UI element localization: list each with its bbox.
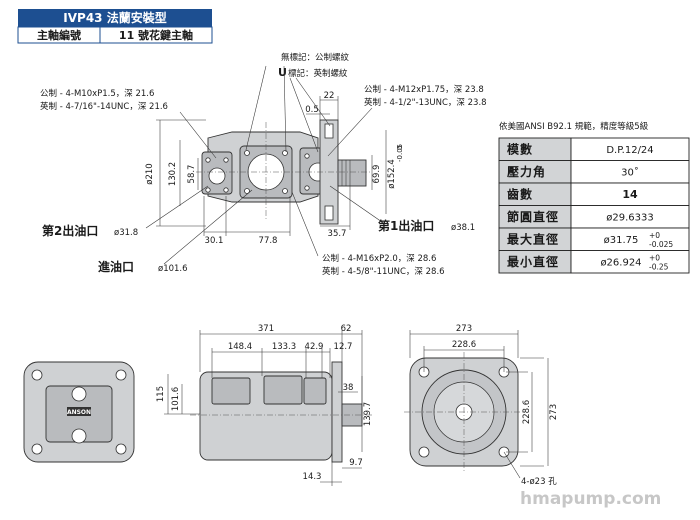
dim-130-2: 130.2 (168, 162, 178, 186)
spline-row-tol-up: +0 (649, 254, 660, 263)
shaft-row (17, 26, 213, 44)
spline-row-tol-up: +0 (649, 231, 660, 240)
top-view-dimensions: ø210 130.2 58.7 69.9 ø152.4 0 -0.05 22 0… (145, 65, 404, 265)
note-right-metric: 公制 - 4-M12xP1.75，深 23.8 (364, 84, 484, 95)
dim-38: 38 (343, 383, 354, 393)
dim-273-side: 273 (549, 404, 559, 420)
dim-133-3: 133.3 (272, 342, 296, 352)
spline-row-label: 最大直徑 (507, 232, 559, 247)
dim-228-6-side: 228.6 (522, 400, 532, 424)
note-right-imperial: 英制 - 4-1/2"-13UNC，深 23.8 (364, 97, 487, 108)
legend-unmarked: 無標記：公制螺紋 (281, 52, 350, 63)
bottom-dimensions: 371 62 148.4 133.3 42.9 12.7 115 101.6 3… (156, 324, 373, 486)
note-bottom-metric: 公制 - 4-M16xP2.0，深 28.6 (322, 253, 436, 264)
spline-row-value: 14 (622, 188, 638, 201)
outlet1-dia: ø38.1 (451, 223, 475, 233)
dim-62: 62 (341, 324, 352, 334)
note-left-metric: 公制 - 4-M10xP1.5，深 21.6 (40, 88, 154, 99)
outlet2-dia: ø31.8 (114, 228, 138, 238)
flange-dimensions: 273 228.6 228.6 273 4-ø23 孔 (409, 324, 559, 487)
dim-371: 371 (258, 324, 274, 334)
dim-77-8: 77.8 (259, 236, 278, 246)
dim-42-9: 42.9 (305, 342, 324, 352)
shaft-value: 11 號花鍵主軸 (119, 28, 193, 42)
top-view-pump (196, 119, 372, 225)
dim-115: 115 (156, 386, 166, 402)
spline-row-label: 模數 (507, 142, 533, 157)
dim-22: 22 (324, 91, 335, 101)
shaft-label: 主軸編號 (37, 28, 81, 42)
spline-row-value: 30˚ (621, 167, 639, 179)
spline-row: 模數 D.P.12/24 (498, 137, 690, 161)
spline-row: 齒數 14 (498, 182, 690, 206)
note-left-imperial: 英制 - 4-7/16"-14UNC，深 21.6 (40, 101, 168, 112)
dim-12-7: 12.7 (334, 342, 353, 352)
spline-table: 依美國ANSI B92.1 規範，精度等級5級 模數 D.P.12/24 壓力角 30… (498, 121, 690, 274)
dim-14-3: 14.3 (303, 472, 322, 482)
model-title: IVP43 法蘭安裝型 (63, 10, 166, 25)
holes-note: 4-ø23 孔 (521, 477, 557, 487)
spline-row-label: 節圓直徑 (507, 209, 559, 224)
flange-view (404, 352, 524, 472)
spline-row-label: 齒數 (507, 187, 533, 202)
spline-row: 節圓直徑 ø29.6333 (498, 205, 690, 229)
spline-row-value: D.P.12/24 (606, 145, 653, 156)
dim-148-4: 148.4 (228, 342, 252, 352)
dim-152-4-tol-low: -0.05 (396, 144, 404, 162)
watermark: hmapump.com (520, 489, 661, 509)
outlet2-label: 第2出油口 (42, 223, 98, 238)
spline-row-tol-low: -0.25 (649, 263, 669, 272)
spline-table-caption: 依美國ANSI B92.1 規範，精度等級5級 (499, 121, 649, 132)
outlet1-label: 第1出油口 (378, 218, 434, 233)
brand-logo-text: ANSON (67, 409, 91, 416)
dim-139-7: 139.7 (363, 402, 373, 426)
side-view (190, 361, 372, 463)
spline-row: 最大直徑 ø31.75 +0-0.025 (498, 227, 690, 251)
dim-0-5: 0.5 (305, 105, 319, 115)
spline-row-value: ø29.6333 (606, 213, 653, 224)
inlet-label: 進油口 (98, 259, 134, 274)
spline-shaft (337, 159, 367, 187)
spline-row: 最小直徑 ø26.924 +0-0.25 (498, 250, 690, 274)
title-bar (18, 9, 212, 27)
inlet-dia: ø101.6 (158, 264, 188, 274)
dim-9-7: 9.7 (349, 458, 363, 468)
side-mount-flange (331, 361, 343, 463)
dim-273-top: 273 (456, 324, 472, 334)
spline-row-label: 壓力角 (507, 164, 546, 179)
dim-228-6-top: 228.6 (452, 340, 476, 350)
dim-101-6: 101.6 (171, 387, 181, 411)
dim-35-7: 35.7 (328, 229, 347, 239)
dim-210: ø210 (145, 163, 155, 184)
dim-58-7: 58.7 (187, 165, 197, 184)
dim-30-1: 30.1 (205, 236, 224, 246)
brand-plate (67, 407, 91, 416)
spline-row-value-cell (570, 250, 690, 274)
spline-row-value: ø31.75 (604, 235, 639, 246)
front-view: ANSON (23, 361, 135, 463)
spline-row-tol-low: -0.025 (649, 240, 673, 249)
spline-row-label: 最小直徑 (507, 254, 559, 269)
spline-row-value: ø26.924 (600, 258, 641, 269)
title-block: IVP43 法蘭安裝型 主軸編號 11 號花鍵主軸 (17, 9, 213, 44)
legend-u-mark: U (278, 66, 287, 79)
spline-row: 壓力角 30˚ (498, 160, 690, 184)
note-bottom-imperial: 英制 - 4-5/8"-11UNC，深 28.6 (322, 266, 445, 277)
dim-152-4-tol-up: 0 (396, 146, 404, 150)
dim-152-4: ø152.4 (387, 159, 397, 189)
outlet2-port (208, 167, 226, 185)
legend-u-text: 標記：英制螺紋 (288, 68, 348, 79)
dim-69-9: 69.9 (372, 165, 382, 184)
